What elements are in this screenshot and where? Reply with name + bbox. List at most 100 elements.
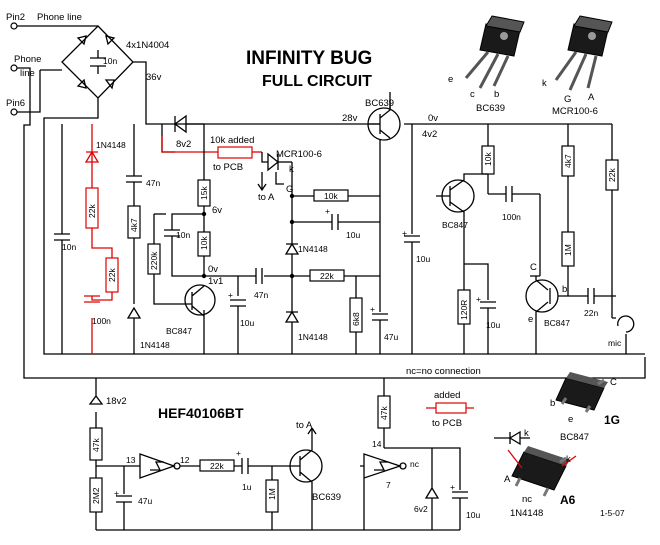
sot-1n4148-code: A6 bbox=[560, 493, 576, 507]
r22k-c bbox=[309, 269, 345, 282]
pin2-label: Pin2 bbox=[6, 12, 25, 23]
lower-oscillator: 18v2 47k 2M2 + 47u 13 12 22k + 1u 1M to … bbox=[88, 378, 341, 530]
c10u-b-label: 10u bbox=[346, 230, 360, 240]
pin12-label: 12 bbox=[180, 455, 190, 465]
r15k-label: 15k bbox=[199, 186, 209, 200]
c10u-e-plus: + bbox=[450, 482, 455, 492]
phone-line-terminal bbox=[10, 64, 18, 72]
bridge-part-label: 4x1N4004 bbox=[126, 40, 169, 51]
node-28v-label: 28v bbox=[342, 113, 358, 124]
package-sot-bc847: b e C 1G BC847 bbox=[550, 372, 620, 443]
r22k-red-1-label: 22k bbox=[87, 204, 97, 218]
sot-1n4148-nc: nc bbox=[522, 494, 532, 505]
d1n4148-red-label: 1N4148 bbox=[96, 140, 126, 150]
c10n-b-label: 10n bbox=[176, 230, 190, 240]
r10k-b bbox=[197, 231, 211, 257]
to-a-1-label: to A bbox=[258, 192, 275, 203]
z6v2-label: 6v2 bbox=[414, 504, 428, 514]
sot-bc847-c: C bbox=[610, 377, 617, 388]
sot-bc847-b: b bbox=[550, 398, 555, 409]
node-6v-label: 6v bbox=[212, 205, 222, 216]
added-10k-resistor: 10k added to PCB bbox=[161, 135, 262, 173]
phone-line-input: Pin2 Phone line Phone line Pin6 bbox=[6, 12, 646, 379]
pin14-label: 14 bbox=[372, 439, 382, 449]
c10u-a-plus: + bbox=[228, 290, 233, 300]
r10k-c bbox=[313, 189, 349, 202]
scr-g-label: G bbox=[286, 184, 293, 195]
c10u-c-plus: + bbox=[402, 228, 407, 238]
zener-8v2-label: 8v2 bbox=[176, 139, 191, 150]
q-bc639-lower-label: BC639 bbox=[312, 492, 341, 503]
package-mcr100: k G A MCR100-6 bbox=[542, 15, 613, 117]
c47n-b-label: 47n bbox=[254, 290, 268, 300]
sot-1n4148-k2: k bbox=[566, 454, 571, 465]
node-0v-mid-label: 0v bbox=[208, 264, 218, 275]
node-1v1-label: 1v1 bbox=[208, 276, 223, 287]
r4k7-b bbox=[561, 145, 575, 177]
r47k-b-label: 47k bbox=[379, 406, 389, 420]
to-a-2-label: to A bbox=[296, 420, 313, 431]
bc639-pkg-e: e bbox=[448, 74, 453, 85]
c47n-a-label: 47n bbox=[146, 178, 160, 188]
r2m2 bbox=[89, 477, 103, 513]
bc639-pkg-c: c bbox=[470, 89, 475, 100]
c10u-b-plus: + bbox=[325, 206, 330, 216]
r220k bbox=[147, 243, 161, 275]
mcr-pkg-k: k bbox=[542, 78, 547, 89]
r15k bbox=[197, 179, 211, 207]
r22k-red-2-label: 22k bbox=[107, 268, 117, 282]
r22k-d-label: 22k bbox=[607, 168, 617, 182]
diagram-title: INFINITY BUG bbox=[246, 48, 372, 69]
mic-amplifier: + 10u 10k BC847 100n 120R + 10u 4k7 1M C… bbox=[402, 123, 635, 354]
c47u-b-label: 47u bbox=[138, 496, 152, 506]
d1n4148-a-label: 1N4148 bbox=[140, 340, 170, 350]
r22k-e bbox=[199, 459, 235, 472]
oscillator-stage: 15k 6v 10k 10n 0v 1v1 47n 4k7 1N4148 220… bbox=[126, 124, 290, 354]
legend-added-label: added bbox=[434, 390, 460, 401]
r2m2-label: 2M2 bbox=[91, 487, 101, 504]
bias-network: 10k + 10u 1N4148 22k 1N4148 6k8 + 47u bbox=[284, 140, 398, 354]
r47k-a-label: 47k bbox=[91, 438, 101, 452]
added-10k-note: 10k added bbox=[210, 135, 254, 146]
date-label: 1-5-07 bbox=[600, 508, 625, 518]
r1m-b bbox=[265, 479, 279, 513]
pin6-terminal bbox=[10, 108, 18, 116]
mic-label: mic bbox=[608, 338, 622, 348]
r10k-b-label: 10k bbox=[199, 236, 209, 250]
c1u-plus: + bbox=[236, 448, 241, 458]
added-10k-topcb: to PCB bbox=[213, 162, 243, 173]
bridge-cap-label: 10n bbox=[103, 56, 117, 66]
added-input-network: 1N4148 22k 22k 100n bbox=[84, 124, 126, 354]
phone-line-left-label-1: Phone bbox=[14, 54, 41, 65]
pin13-label: 13 bbox=[126, 455, 136, 465]
r6k8-label: 6k8 bbox=[351, 312, 361, 326]
r22k-e-label: 22k bbox=[210, 461, 224, 471]
sot-bc847-code: 1G bbox=[604, 413, 620, 427]
sot-bc847-name: BC847 bbox=[560, 432, 589, 443]
mcr-pkg-name: MCR100-6 bbox=[552, 106, 598, 117]
mcr-pkg-a: A bbox=[588, 92, 595, 103]
node-0v-top-label: 0v bbox=[428, 113, 438, 124]
added-legend: added to PCB bbox=[426, 390, 474, 429]
c22n-label: 22n bbox=[584, 308, 598, 318]
q3-b-label: b bbox=[562, 284, 567, 295]
node-4v2-label: 4v2 bbox=[422, 129, 437, 140]
nc-note: nc=no connection bbox=[406, 366, 481, 377]
scr-mcr100-6: MCR100-6 k G to A bbox=[257, 149, 322, 203]
q3-label: BC847 bbox=[544, 318, 570, 328]
d1n4148-c-label: 1N4148 bbox=[298, 332, 328, 342]
zener-8v2: 8v2 bbox=[161, 114, 204, 153]
c47u-b-plus: + bbox=[114, 488, 119, 498]
r220k-label: 220k bbox=[149, 251, 159, 270]
package-bc639: e c b BC639 bbox=[448, 15, 525, 114]
c100n-red-label: 100n bbox=[92, 316, 111, 326]
r4k7-a-label: 4k7 bbox=[129, 218, 139, 232]
ic-name-label: HEF40106BT bbox=[158, 405, 244, 421]
pin7-label: 7 bbox=[386, 480, 391, 490]
r1m-a-label: 1M bbox=[563, 244, 573, 256]
r22k-d bbox=[605, 159, 619, 191]
bc639-pkg-b: b bbox=[494, 89, 499, 100]
r1m-b-label: 1M bbox=[267, 488, 277, 500]
r22k-c-label: 22k bbox=[320, 271, 334, 281]
